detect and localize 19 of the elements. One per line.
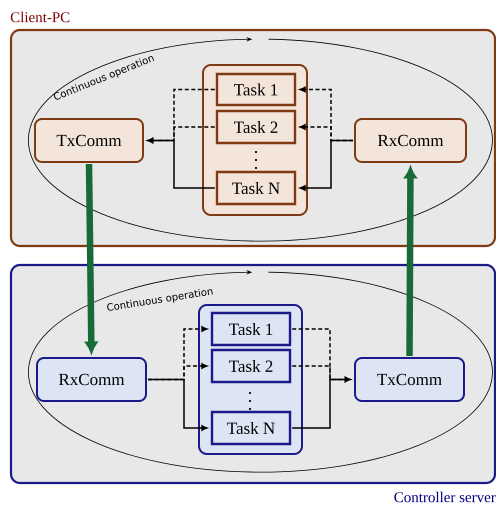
task-box: Task 2 — [216, 110, 296, 144]
loop-label: Continuous operation — [107, 288, 213, 311]
task-box: Task 1 — [216, 72, 296, 106]
process-box: RxComm — [354, 118, 467, 163]
panel-title: Client-PC — [10, 12, 70, 22]
arrow — [300, 140, 353, 191]
task-box: Task 1 — [210, 312, 292, 346]
process-box: TxComm — [34, 118, 144, 163]
flow-arrow — [85, 164, 98, 353]
arrow — [147, 138, 215, 189]
task-box: Task N — [210, 410, 292, 446]
arrow — [148, 378, 208, 431]
arrow — [292, 376, 351, 429]
process-box: RxComm — [36, 357, 147, 402]
task-box: Task 2 — [210, 348, 292, 384]
task-box: Task N — [216, 170, 296, 206]
flow-arrow — [404, 167, 416, 356]
process-box: TxComm — [354, 357, 465, 402]
panel-title: Controller server — [394, 492, 496, 502]
